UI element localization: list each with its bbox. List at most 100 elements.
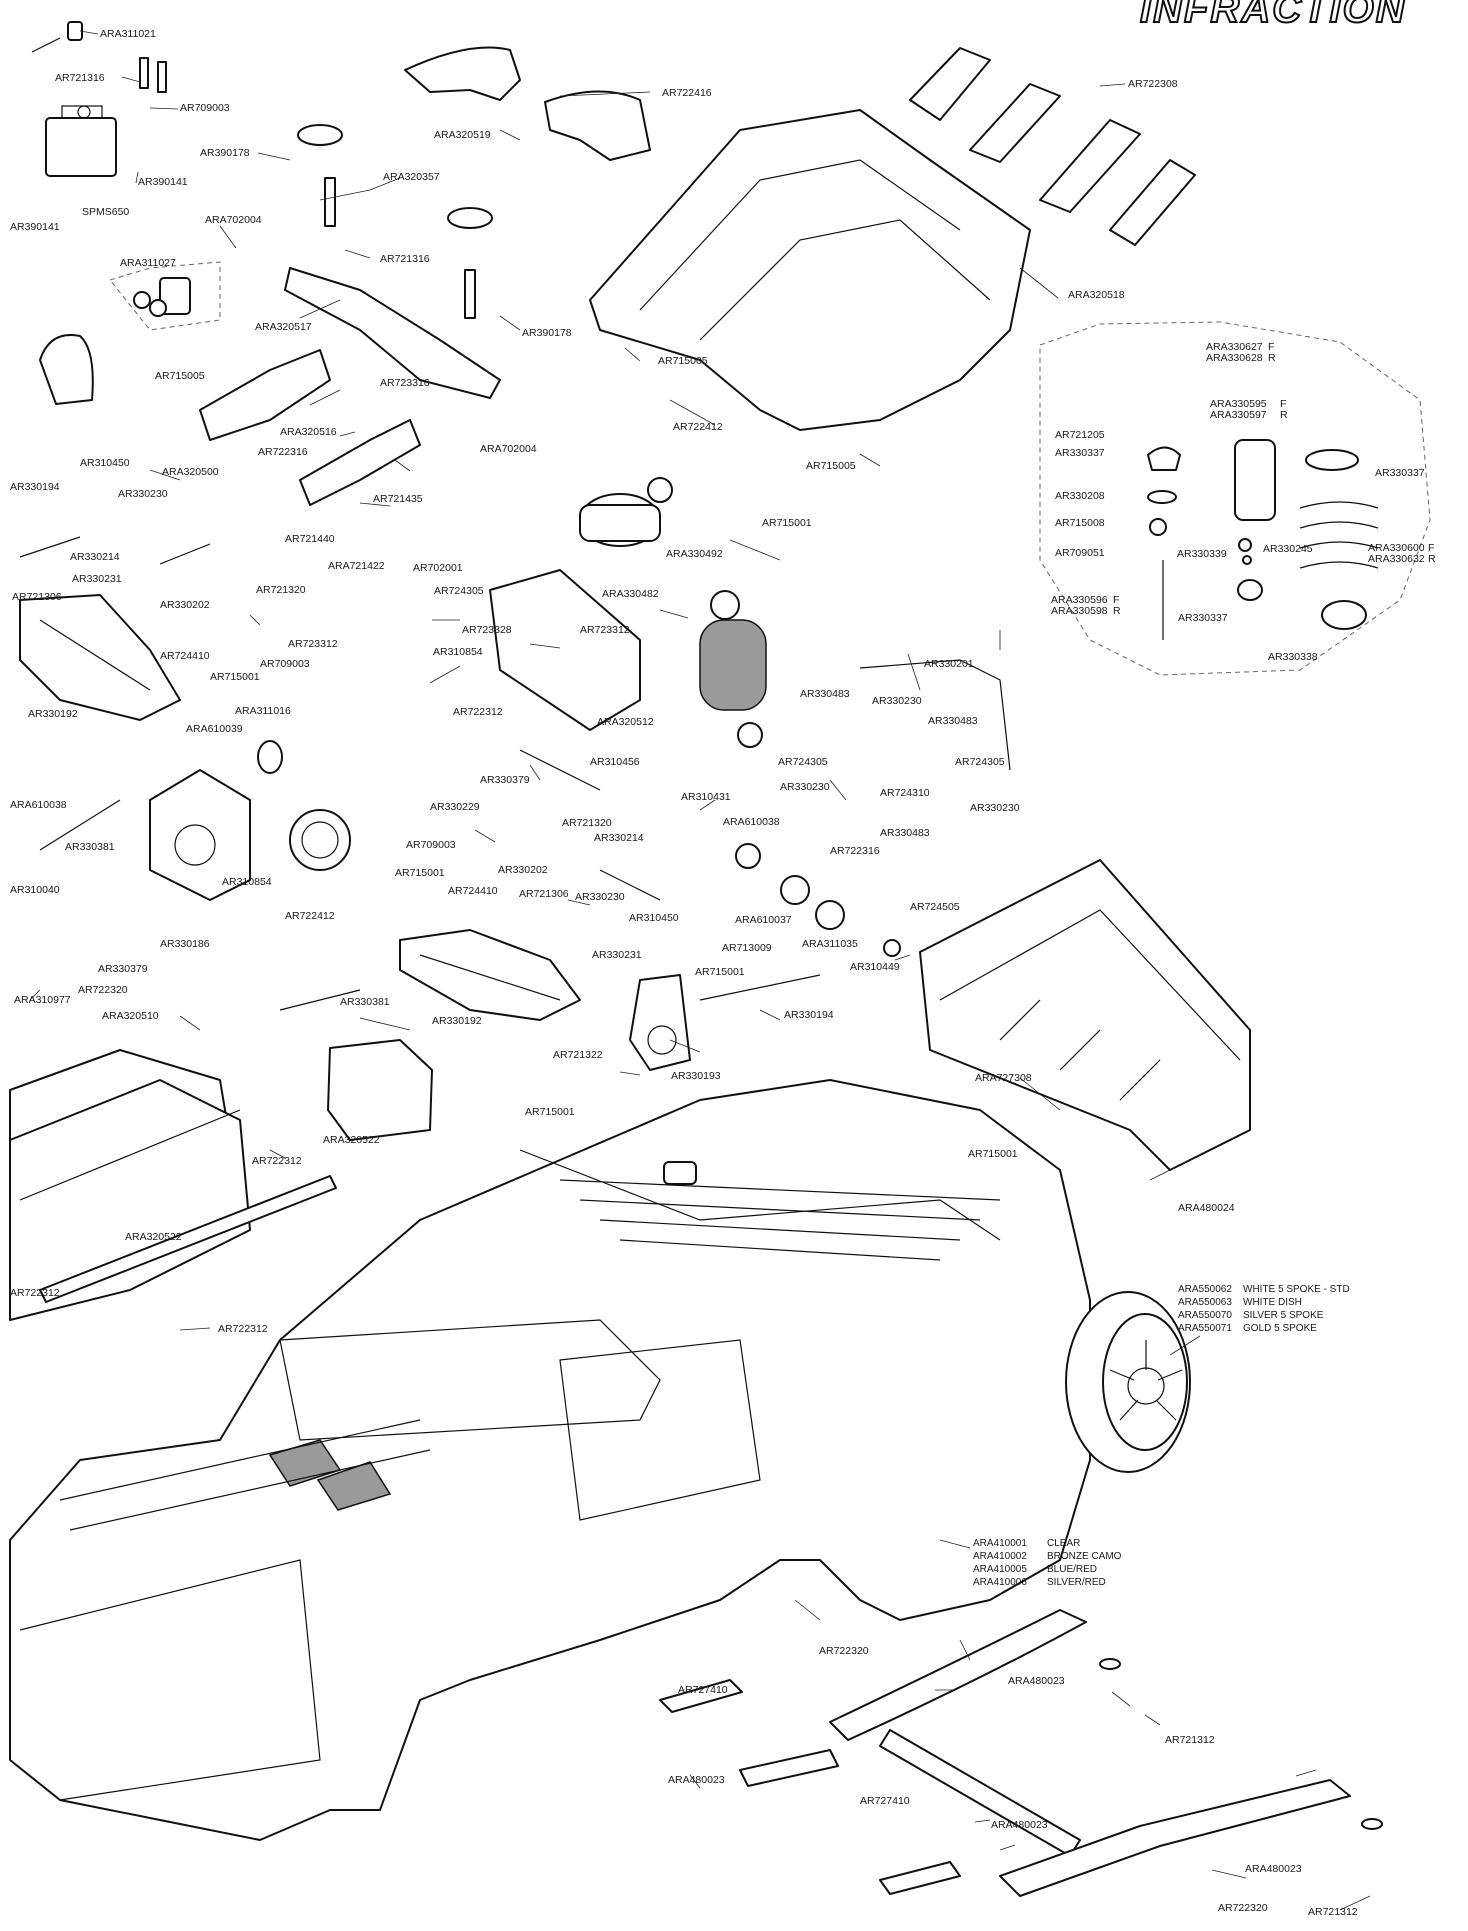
part-label: AR330192 (432, 1015, 482, 1027)
part-label: ARA320518 (1068, 289, 1125, 301)
shock-spring-code-f: ARA330600 (1368, 542, 1425, 554)
part-label: SPMS650 (82, 206, 129, 218)
shock-label: AR330339 (1177, 548, 1227, 560)
part-label: AR721316 (380, 253, 430, 265)
part-label: AR330230 (780, 781, 830, 793)
shock-label: AR721205 (1055, 429, 1105, 441)
wheel-option-desc: WHITE 5 SPOKE - STD (1243, 1284, 1350, 1295)
part-label: ARA311035 (802, 938, 858, 950)
part-label: AR310854 (433, 646, 483, 658)
part-label: AR390141 (10, 221, 60, 233)
brand-logo: INFRACTION (1140, 0, 1407, 31)
wheel-option-code: ARA550063 (1178, 1297, 1232, 1308)
shock-top-code-f: ARA330627 (1206, 341, 1263, 353)
part-label: ARA320357 (383, 171, 440, 183)
part-label: ARA320522 (323, 1134, 380, 1146)
shock-label: AR330337 (1055, 447, 1105, 459)
part-label: AR330379 (480, 774, 530, 786)
part-label: AR722312 (10, 1287, 60, 1299)
part-label: AR715001 (210, 671, 260, 683)
wheel-option-code: ARA550071 (1178, 1323, 1232, 1334)
part-label: AR390141 (138, 176, 188, 188)
part-label: AR721312 (1308, 1906, 1358, 1918)
shock-detail-labels: ARA330627 F ARA330628 R ARA330595 F ARA3… (1051, 341, 1436, 663)
part-label: AR721320 (256, 584, 306, 596)
part-label: AR722312 (252, 1155, 302, 1167)
part-label: AR722320 (78, 984, 128, 996)
part-label: ARA480024 (1178, 1202, 1235, 1214)
part-label: ARA320500 (162, 466, 219, 478)
shock-spring-code-f-suffix: F (1428, 542, 1434, 554)
part-label: AR310450 (629, 912, 679, 924)
part-label: AR330483 (928, 715, 978, 727)
part-label: AR721320 (562, 817, 612, 829)
part-label: AR330202 (498, 864, 548, 876)
part-label: AR330202 (160, 599, 210, 611)
wheel-options-list: ARA550062 WHITE 5 SPOKE - STD ARA550063 … (1169, 1284, 1350, 1356)
leader-lines (29, 30, 1371, 1911)
shock-detail-panel (1039, 321, 1431, 676)
shock-label: AR330338 (1268, 651, 1318, 663)
part-label: AR713009 (722, 942, 772, 954)
part-label: AR722412 (285, 910, 335, 922)
part-label: ARA610039 (186, 723, 243, 735)
body-option-desc: CLEAR (1047, 1538, 1080, 1549)
part-label: AR702001 (413, 562, 463, 574)
part-label: AR330201 (924, 658, 974, 670)
shock-label: AR715008 (1055, 517, 1105, 529)
part-label: AR715001 (395, 867, 445, 879)
part-label: ARA320519 (434, 129, 491, 141)
part-label: AR330381 (340, 996, 390, 1008)
part-label: AR310854 (222, 876, 272, 888)
part-label: AR722412 (673, 421, 723, 433)
part-label: ARA310977 (14, 994, 71, 1006)
shock-top-code-r: ARA330628 (1206, 352, 1263, 364)
part-label: AR715001 (695, 966, 745, 978)
part-label: AR330229 (430, 801, 480, 813)
shock-body-code-f-suffix: F (1280, 398, 1286, 410)
part-label: AR723312 (580, 624, 630, 636)
shock-shaft-code-f: ARA330596 (1051, 594, 1108, 606)
part-label: AR330230 (118, 488, 168, 500)
part-label: AR715001 (762, 517, 812, 529)
body-options-list: ARA410001 CLEAR ARA410002 BRONZE CAMO AR… (939, 1538, 1122, 1588)
part-label: AR724410 (448, 885, 498, 897)
shock-spring-code-r: ARA330632 (1368, 553, 1425, 565)
part-label: AR330230 (575, 891, 625, 903)
part-label: AR330193 (671, 1070, 721, 1082)
part-label: AR721440 (285, 533, 335, 545)
shock-label: AR330337 (1178, 612, 1228, 624)
part-label: AR715001 (525, 1106, 575, 1118)
part-label: AR724310 (880, 787, 930, 799)
part-label: AR721306 (519, 888, 569, 900)
part-label: ARA480023 (1008, 1675, 1065, 1687)
part-label: AR727410 (678, 1684, 728, 1696)
part-label: AR727410 (860, 1795, 910, 1807)
part-label: AR709003 (180, 102, 230, 114)
shock-detail-art (1147, 439, 1379, 640)
part-label: AR721322 (553, 1049, 603, 1061)
shock-top-code-r-suffix: R (1268, 352, 1276, 364)
part-label: ARA480023 (1245, 1863, 1302, 1875)
part-labels: ARA311021 AR721316 AR709003 AR390178 AR3… (10, 28, 1358, 1918)
part-label: ARA727308 (975, 1072, 1032, 1084)
part-label: AR330194 (10, 481, 60, 493)
part-label: AR721316 (55, 72, 105, 84)
line-art (9, 21, 1383, 1897)
part-label: AR722312 (218, 1323, 268, 1335)
part-label: ARA610037 (735, 914, 792, 926)
part-label: AR310431 (681, 791, 731, 803)
shock-body-code-r: ARA330597 (1210, 409, 1267, 421)
body-option-desc: BRONZE CAMO (1047, 1551, 1122, 1562)
part-label: AR722308 (1128, 78, 1178, 90)
part-label: AR330231 (72, 573, 122, 585)
part-label: AR724305 (434, 585, 484, 597)
shock-top-code-f-suffix: F (1268, 341, 1274, 353)
part-label: AR715005 (806, 460, 856, 472)
part-label: ARA330492 (666, 548, 723, 560)
part-label: AR330231 (592, 949, 642, 961)
body-option-code: ARA410001 (973, 1538, 1027, 1549)
part-label: ARA320512 (597, 716, 654, 728)
part-label: AR722320 (819, 1645, 869, 1657)
part-label: AR709003 (406, 839, 456, 851)
